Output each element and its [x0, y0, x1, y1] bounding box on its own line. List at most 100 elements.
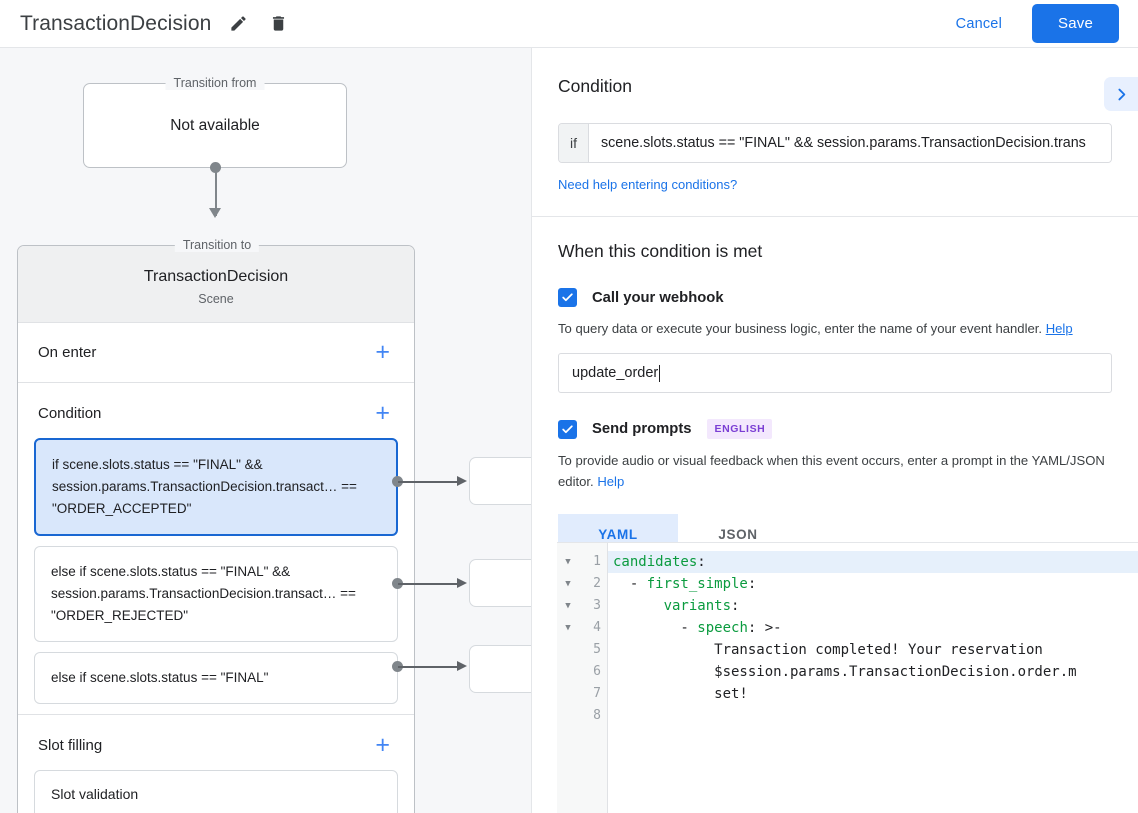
chevron-right-icon-svg	[1117, 88, 1125, 100]
webhook-help-link[interactable]: Help	[1045, 321, 1073, 336]
transition-to-legend: Transition to	[174, 238, 260, 252]
line-number: 7	[593, 686, 601, 701]
condition-item-1[interactable]: else if scene.slots.status == "FINAL" &&…	[34, 546, 398, 642]
connector-line-vertical	[215, 168, 217, 216]
condition-if-prefix: if	[559, 124, 589, 162]
connector-arrow-condition-1	[457, 578, 467, 588]
prompts-checkbox-row[interactable]: Send prompts ENGLISH	[558, 419, 1112, 440]
fold-triangle-icon[interactable]: ▼	[565, 601, 571, 611]
webhook-description-text: To query data or execute your business l…	[558, 321, 1043, 336]
fold-blank	[557, 705, 579, 727]
scene-type: Scene	[198, 292, 234, 306]
code-line[interactable]: - speech: >-	[613, 620, 782, 636]
target-box-0[interactable]	[469, 457, 531, 505]
fold-blank	[557, 661, 579, 683]
add-slot-filling-button[interactable]: +	[375, 731, 390, 759]
text-cursor	[659, 364, 661, 382]
code-line[interactable]: Transaction completed! Your reservation	[613, 642, 1043, 658]
connector-arrow-condition-0	[457, 476, 467, 486]
connector-line-condition-2	[398, 666, 460, 668]
connector-dot-condition-1	[392, 578, 403, 589]
transition-from-value: Not available	[170, 116, 260, 134]
add-on-enter-button[interactable]: +	[375, 338, 390, 366]
webhook-description: To query data or execute your business l…	[558, 319, 1112, 339]
line-number: 8	[593, 708, 601, 723]
fold-blank	[557, 683, 579, 705]
yaml-editor[interactable]: ▼ ▼ ▼ ▼ 1 2 3 4 5 6 7 8 candidates: - first_simple…	[557, 542, 1138, 813]
prompts-label: Send prompts	[592, 421, 692, 438]
connector-line-condition-0	[398, 481, 460, 483]
line-number: 2	[593, 576, 601, 591]
connector-line-condition-1	[398, 583, 460, 585]
code-line[interactable]: $session.params.TransactionDecision.orde…	[613, 664, 1077, 680]
line-number: 5	[593, 642, 601, 657]
prompts-help-link[interactable]: Help	[597, 473, 625, 489]
section-slot-filling: Slot filling + Slot validation	[18, 714, 414, 813]
condition-expression-input[interactable]: scene.slots.status == "FINAL" && session…	[589, 124, 1111, 162]
condition-item-0[interactable]: if scene.slots.status == "FINAL" && sess…	[34, 438, 398, 536]
condition-section: Condition if scene.slots.status == "FINA…	[532, 48, 1138, 194]
condition-heading: Condition	[558, 76, 632, 96]
connector-arrow-down	[209, 208, 221, 218]
scene-card: Transition to TransactionDecision Scene …	[17, 238, 415, 813]
trash-icon-svg	[272, 16, 284, 31]
pencil-icon-svg	[231, 16, 246, 31]
cancel-button[interactable]: Cancel	[944, 7, 1014, 41]
check-icon	[562, 425, 573, 433]
check-icon	[562, 293, 573, 302]
line-number: 3	[593, 598, 601, 613]
scene-card-header: TransactionDecision Scene	[18, 246, 414, 322]
code-line[interactable]	[608, 705, 1138, 727]
fold-triangle-icon[interactable]: ▼	[565, 623, 571, 633]
prompts-description-text: To provide audio or visual feedback when…	[558, 453, 1105, 489]
prompts-checkbox[interactable]	[558, 419, 577, 439]
transition-from-card: Transition from Not available	[83, 76, 347, 168]
line-number: 6	[593, 664, 601, 679]
when-met-heading: When this condition is met	[558, 241, 763, 261]
page-title: TransactionDecision	[20, 11, 212, 35]
target-box-1[interactable]	[469, 559, 531, 607]
section-title-slot-filling: Slot filling	[38, 737, 103, 754]
condition-item-2[interactable]: else if scene.slots.status == "FINAL"	[34, 652, 398, 704]
line-number: 1	[593, 554, 601, 569]
target-box-2[interactable]	[469, 645, 531, 693]
section-on-enter: On enter +	[18, 322, 414, 382]
code-line[interactable]: variants:	[663, 598, 740, 614]
chevron-right-icon[interactable]	[1104, 77, 1138, 111]
connector-arrow-condition-2	[457, 661, 467, 671]
connector-dot-condition-0	[392, 476, 403, 487]
webhook-handler-input[interactable]: update_order	[558, 353, 1112, 394]
when-condition-met-section: When this condition is met Call your web…	[532, 217, 1138, 555]
panel-divider	[532, 216, 1138, 217]
condition-expression-field[interactable]: if scene.slots.status == "FINAL" && sess…	[558, 123, 1112, 163]
editor-line-numbers: 1 2 3 4 5 6 7 8	[579, 543, 608, 813]
pencil-icon[interactable]	[225, 11, 251, 37]
fold-blank	[557, 639, 579, 661]
webhook-checkbox-row[interactable]: Call your webhook	[558, 288, 1112, 307]
fold-triangle-icon[interactable]: ▼	[565, 557, 571, 567]
code-line[interactable]: - first_simple:	[613, 576, 757, 592]
language-badge: ENGLISH	[707, 419, 773, 440]
transition-from-legend: Transition from	[165, 76, 265, 90]
line-number: 4	[593, 620, 601, 635]
prompts-description: To provide audio or visual feedback when…	[558, 451, 1112, 492]
connector-dot-from	[210, 162, 221, 173]
section-condition: Condition + if scene.slots.status == "FI…	[18, 382, 414, 704]
webhook-checkbox[interactable]	[558, 288, 577, 307]
top-bar: TransactionDecision Cancel Save	[0, 0, 1138, 48]
webhook-label: Call your webhook	[592, 289, 724, 306]
editor-fold-column[interactable]: ▼ ▼ ▼ ▼	[557, 543, 579, 813]
trash-icon[interactable]	[265, 11, 291, 37]
fold-triangle-icon[interactable]: ▼	[565, 579, 571, 589]
condition-help-link[interactable]: Need help entering conditions?	[558, 177, 738, 192]
tab-json[interactable]: JSON	[718, 526, 758, 542]
webhook-handler-value: update_order	[572, 365, 659, 382]
connector-dot-condition-2	[392, 661, 403, 672]
code-line[interactable]: candidates:	[608, 551, 1138, 573]
add-condition-button[interactable]: +	[375, 399, 390, 427]
editor-code-area[interactable]: candidates: - first_simple: variants: - …	[608, 543, 1138, 813]
slot-validation-item[interactable]: Slot validation	[34, 770, 398, 813]
code-line[interactable]: set!	[613, 686, 748, 702]
section-title-on-enter: On enter	[38, 344, 97, 361]
save-button[interactable]: Save	[1032, 4, 1119, 43]
